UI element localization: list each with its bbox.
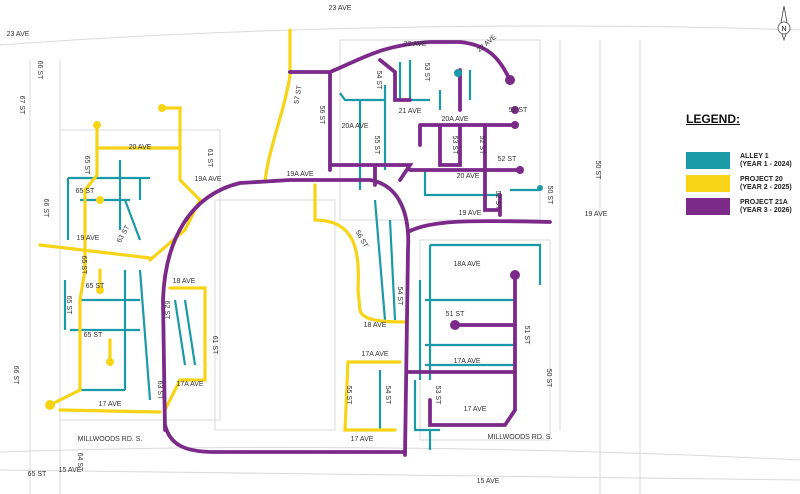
street-label: 50 ST bbox=[545, 369, 552, 388]
street-label: 57 ST bbox=[293, 84, 303, 104]
street-label: 55 ST bbox=[345, 386, 352, 405]
legend-item-project-21a: PROJECT 21A(YEAR 3 - 2026) bbox=[686, 198, 796, 215]
street-label: 66 ST bbox=[36, 61, 43, 80]
street-label: 19A AVE bbox=[194, 176, 221, 183]
street-label: 17 AVE bbox=[464, 406, 487, 413]
street-label: 51 ST bbox=[523, 326, 530, 345]
street-label: 56 ST bbox=[318, 106, 325, 125]
street-label: 17A AVE bbox=[453, 358, 480, 365]
street-label: 65 ST bbox=[76, 188, 95, 195]
street-label: 20 AVE bbox=[457, 173, 480, 180]
street-label: 17A AVE bbox=[176, 381, 203, 388]
base-streets bbox=[0, 25, 800, 494]
street-label: 61 ST bbox=[206, 149, 213, 168]
street-label: 63 ST bbox=[116, 224, 132, 244]
street-label: 66 ST bbox=[42, 199, 49, 218]
street-label: 54 ST bbox=[396, 287, 403, 306]
street-label: 19 AVE bbox=[585, 211, 608, 218]
project-20-routes bbox=[38, 28, 407, 432]
legend-label: ALLEY 1 bbox=[740, 152, 769, 160]
street-label: 17 AVE bbox=[99, 401, 122, 408]
street-label: 50 ST bbox=[546, 186, 553, 205]
street-label: 67 ST bbox=[18, 96, 25, 115]
legend-sublabel: (YEAR 2 - 2025) bbox=[740, 183, 792, 191]
street-label: 66 ST bbox=[12, 366, 19, 385]
street-label: 17A AVE bbox=[361, 351, 388, 358]
street-label: 17 AVE bbox=[351, 436, 374, 443]
street-label: 52 ST bbox=[478, 136, 485, 155]
legend-swatch bbox=[686, 175, 730, 192]
street-label: 65 ST bbox=[84, 332, 103, 339]
street-label: 54 ST bbox=[384, 386, 391, 405]
street-label: 23 AVE bbox=[7, 31, 30, 38]
legend: LEGEND: ALLEY 1(YEAR 1 - 2024) PROJECT 2… bbox=[686, 112, 796, 221]
street-label: 50 ST bbox=[594, 161, 601, 180]
street-label: 64 ST bbox=[76, 453, 83, 472]
street-label: 15 AVE bbox=[59, 467, 82, 474]
street-label: 20A AVE bbox=[341, 123, 368, 130]
street-label: 54 ST bbox=[375, 71, 382, 90]
legend-sublabel: (YEAR 3 - 2026) bbox=[740, 206, 792, 214]
street-label: 19A AVE bbox=[286, 171, 313, 178]
legend-item-alley-1: ALLEY 1(YEAR 1 - 2024) bbox=[686, 152, 796, 169]
street-label: 55 ST bbox=[373, 136, 380, 155]
street-label: 65 ST bbox=[28, 471, 47, 478]
street-label: 52 ST bbox=[494, 191, 501, 210]
legend-item-project-20: PROJECT 20(YEAR 2 - 2025) bbox=[686, 175, 796, 192]
street-label: 20A AVE bbox=[441, 116, 468, 123]
compass-letter: N bbox=[781, 26, 786, 33]
street-label: 53 ST bbox=[434, 386, 441, 405]
legend-swatch bbox=[686, 198, 730, 215]
route-endpoints bbox=[45, 69, 543, 410]
legend-label: PROJECT 21A bbox=[740, 198, 788, 206]
legend-label: PROJECT 20 bbox=[740, 175, 783, 183]
street-label: 53 ST bbox=[451, 136, 458, 155]
legend-title: LEGEND: bbox=[686, 112, 740, 126]
street-label: 53 ST bbox=[423, 63, 430, 82]
legend-sublabel: (YEAR 1 - 2024) bbox=[740, 160, 792, 168]
alley-1-routes bbox=[63, 60, 542, 450]
street-label: 23 AVE bbox=[329, 5, 352, 12]
street-label: 51 ST bbox=[446, 311, 465, 318]
street-label: 65 ST bbox=[86, 283, 105, 290]
street-label: 52 ST bbox=[498, 156, 517, 163]
street-label: 19 AVE bbox=[77, 235, 100, 242]
street-label: 21 AVE bbox=[399, 108, 422, 115]
street-label: 65 ST bbox=[83, 156, 90, 175]
street-label: MILLWOODS RD. S. bbox=[488, 434, 553, 441]
street-label: 52 ST bbox=[509, 107, 528, 114]
street-label: 22 AVE bbox=[404, 41, 427, 48]
project-21a-routes bbox=[161, 40, 552, 457]
street-label: 65 ST bbox=[80, 256, 87, 275]
street-label: 62 ST bbox=[163, 301, 170, 320]
street-label: 15 AVE bbox=[477, 478, 500, 485]
street-label: MILLWOODS RD. S. bbox=[78, 436, 143, 443]
street-label: 18 AVE bbox=[173, 278, 196, 285]
street-label: 65 ST bbox=[65, 296, 72, 315]
street-label: 18 AVE bbox=[364, 322, 387, 329]
legend-swatch bbox=[686, 152, 730, 169]
street-label: 63 ST bbox=[156, 381, 163, 400]
street-label: 20 AVE bbox=[129, 144, 152, 151]
north-arrow-icon: N bbox=[774, 5, 794, 51]
street-label: 19 AVE bbox=[459, 210, 482, 217]
street-label: 18A AVE bbox=[453, 261, 480, 268]
street-label: 61 ST bbox=[211, 336, 218, 355]
